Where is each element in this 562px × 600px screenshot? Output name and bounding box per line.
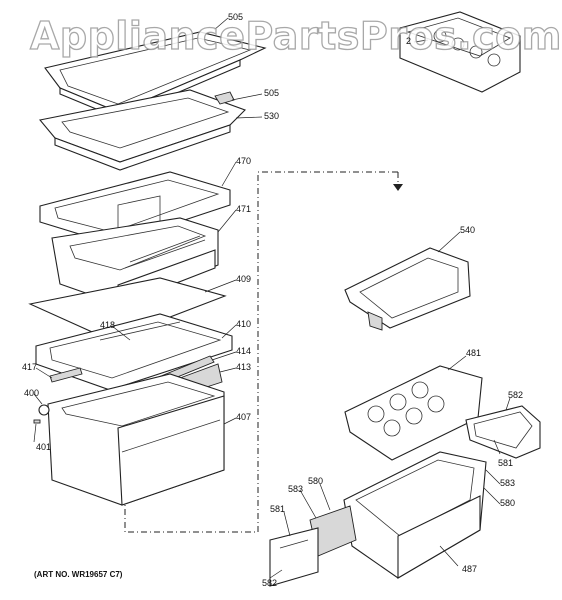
part-401 [33, 419, 41, 424]
callout-582a: 582 [508, 390, 524, 400]
rail-417 [49, 367, 83, 383]
callout-418: 418 [100, 320, 116, 330]
watermark-logo: AppliancePartsPros.com [29, 13, 562, 58]
callout-417: 417 [22, 362, 38, 372]
callout-583a: 583 [288, 484, 304, 494]
callout-540: 540 [460, 225, 476, 235]
callout-505a: 505 [228, 12, 244, 22]
callout-530: 530 [264, 111, 280, 121]
callout-413: 413 [236, 362, 252, 372]
callout-487: 487 [462, 564, 478, 574]
callout-580a: 580 [308, 476, 324, 486]
callout-471: 471 [236, 204, 252, 214]
callout-401: 401 [36, 442, 52, 452]
callout-409: 409 [236, 274, 252, 284]
callout-581a: 581 [498, 458, 514, 468]
callout-470: 470 [236, 156, 252, 166]
callout-583b: 583 [500, 478, 516, 488]
callout-2: 2 [406, 36, 412, 46]
cover-glass [28, 277, 227, 341]
drawer-487 [343, 451, 487, 579]
callout-481: 481 [466, 348, 482, 358]
drawer-407 [47, 373, 225, 506]
shelf-540 [344, 247, 471, 331]
egg-tray [344, 365, 483, 461]
callout-582b: 582 [262, 578, 278, 588]
callout-580b: 580 [500, 498, 516, 508]
callout-400: 400 [24, 388, 40, 398]
drawer-470 [39, 171, 231, 245]
part-400 [38, 404, 50, 416]
bracket-582-left [269, 527, 319, 587]
callout-581b: 581 [270, 504, 286, 514]
shelf-frame [38, 89, 246, 171]
callout-410: 410 [236, 319, 252, 329]
door-bin [399, 11, 521, 93]
callout-505b: 505 [264, 88, 280, 98]
callout-407: 407 [236, 412, 252, 422]
callout-414: 414 [236, 346, 252, 356]
bracket-582-right [465, 405, 541, 459]
frame-410 [35, 313, 233, 391]
art-number: (ART NO. WR19657 C7) [34, 570, 123, 579]
